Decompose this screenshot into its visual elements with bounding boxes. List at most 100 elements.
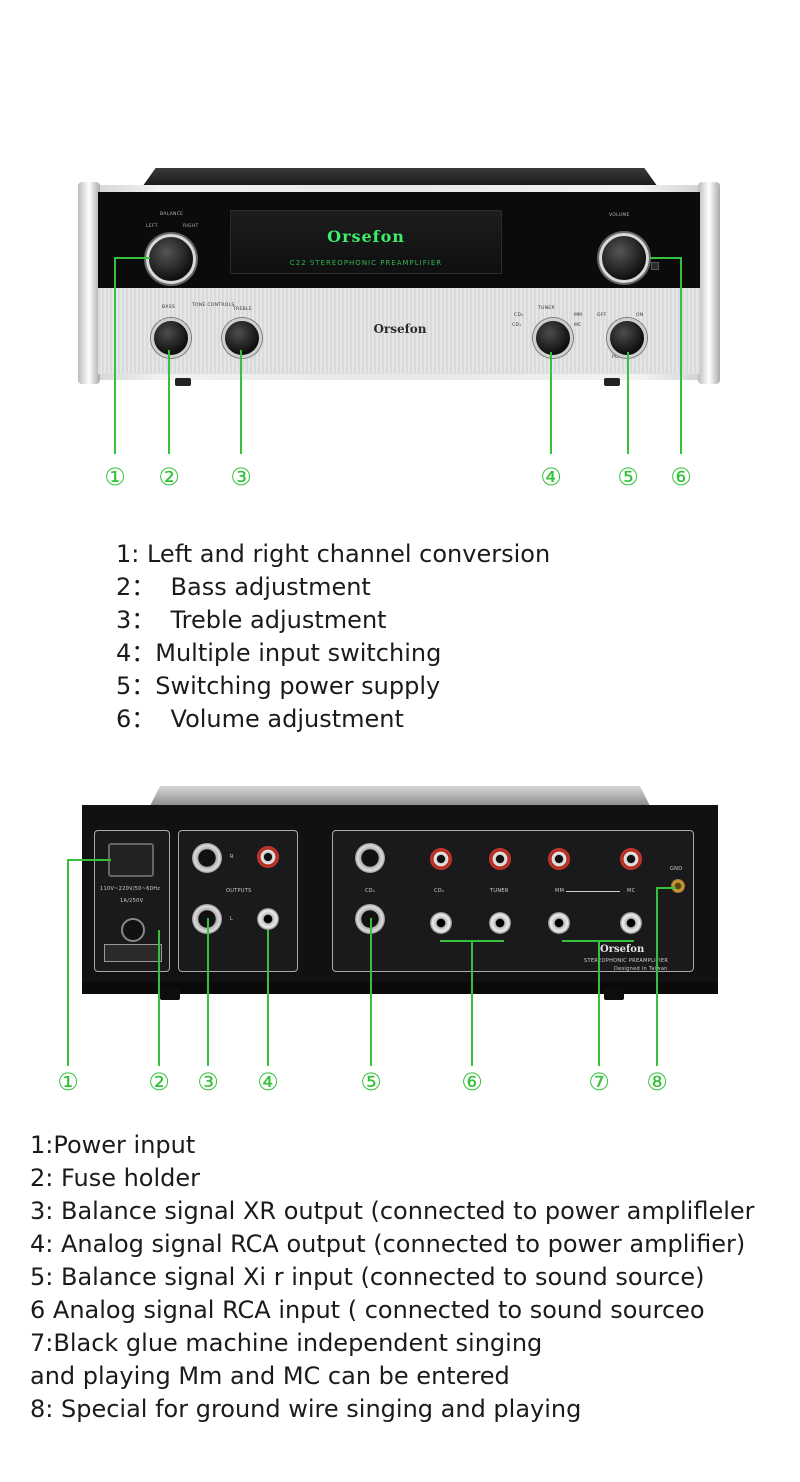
rear-callout-8: ⑧: [646, 1068, 668, 1096]
rca-input-mm-right: [548, 848, 570, 870]
front-cd1-label: CD₁: [512, 323, 522, 328]
rear-leader-line-3: [207, 918, 209, 1066]
rca-input-tuner-right: [489, 848, 511, 870]
front-legend-item: 5：Switching power supply: [116, 672, 441, 700]
right-label: RIGHT: [183, 224, 199, 229]
front-callout-4: ④: [540, 463, 562, 491]
gnd-label: GND: [670, 866, 683, 872]
rear-mc-label: MC: [627, 888, 636, 894]
output-l-label: L: [230, 916, 234, 922]
rear-legend-item: and playing Mm and MC can be entered: [30, 1362, 510, 1390]
xlr-input-right: [355, 843, 385, 873]
front-callout-3: ③: [230, 463, 252, 491]
rca-output-left: [257, 908, 279, 930]
rear-leader-line-5: [370, 918, 372, 1066]
output-r-label: R: [230, 854, 234, 860]
rear-callout-6: ⑥: [461, 1068, 483, 1096]
rear-base: [82, 982, 718, 994]
leader-line-4: [550, 352, 552, 454]
rear-designed: Designed in Taiwan: [614, 966, 668, 972]
leader-line-1: [114, 258, 116, 454]
rear-legend-item: 7:Black glue machine independent singing: [30, 1329, 543, 1357]
front-top-cover: [140, 168, 660, 190]
rca-input-tuner-left: [489, 912, 511, 934]
rear-tuner-label: TUNER: [490, 888, 509, 894]
leader-line-1-h: [114, 257, 150, 259]
rca-input-mc-right: [620, 848, 642, 870]
ir-sensor: [651, 262, 659, 270]
ground-terminal: [671, 879, 685, 893]
rear-cd1-label: CD₁: [365, 888, 376, 894]
tuner-label: TUNER: [538, 306, 555, 311]
volume-knob: [599, 233, 649, 283]
front-side-handle-right: [698, 182, 720, 384]
rear-mm-label: MM: [555, 888, 565, 894]
front-mc-label: MC: [574, 323, 582, 328]
fuse-spec: 1A/250V: [120, 898, 144, 904]
fuse-holder: [121, 918, 145, 942]
rear-callout-3: ③: [197, 1068, 219, 1096]
treble-label: TREBLE: [233, 307, 252, 312]
front-callout-6: ⑥: [670, 463, 692, 491]
rear-leader-line-8: [656, 888, 658, 1066]
outputs-label: OUTPUTS: [226, 888, 252, 894]
front-legend-item: 1: Left and right channel conversion: [116, 540, 551, 568]
leader-line-6-h: [650, 257, 682, 259]
rear-callout-1: ①: [57, 1068, 79, 1096]
front-callout-1: ①: [104, 463, 126, 491]
rear-callout-4: ④: [257, 1068, 279, 1096]
front-legend-item: 6： Volume adjustment: [116, 705, 404, 733]
power-spec: 110V~220V/50~60Hz: [100, 886, 161, 892]
rear-cd2-label: CD₂: [434, 888, 445, 894]
leader-line-6: [680, 258, 682, 454]
front-side-handle-left: [78, 182, 100, 384]
front-mm-label: MM: [574, 313, 583, 318]
off-label: OFF: [597, 313, 607, 318]
rear-leader-line-4: [267, 930, 269, 1066]
rear-foot-left: [160, 988, 180, 1000]
rca-input-cd2-left: [430, 912, 452, 934]
front-foot-right: [604, 378, 620, 386]
leader-line-2: [168, 350, 170, 454]
rear-callout-5: ⑤: [360, 1068, 382, 1096]
front-callout-2: ②: [158, 463, 180, 491]
rear-leader-line-8-h: [656, 887, 676, 889]
rear-leader-line-1-h: [67, 859, 111, 861]
leader-line-5: [627, 352, 629, 454]
front-foot-left: [175, 378, 191, 386]
rear-legend-item: 5: Balance signal Xi r input (connected …: [30, 1263, 705, 1291]
on-label: ON: [636, 313, 644, 318]
rear-legend-item: 1:Power input: [30, 1131, 196, 1159]
leader-line-3: [240, 350, 242, 454]
rear-leader-line-1: [67, 860, 69, 1066]
bass-label: BASS: [162, 305, 176, 310]
front-legend-item: 3： Treble adjustment: [116, 606, 387, 634]
rear-callout-2: ②: [148, 1068, 170, 1096]
tone-controls-label: TONE CONTROLS: [192, 303, 235, 308]
rear-callout-7: ⑦: [588, 1068, 610, 1096]
brushed-aluminum-panel: [98, 288, 700, 374]
rear-foot-right: [604, 988, 624, 1000]
display-brand: Orsefon: [327, 227, 405, 246]
rear-top-cover: [150, 786, 650, 806]
front-display: Orsefon C22 STEREOPHONIC PREAMPLIFIER: [230, 210, 502, 274]
rear-legend-item: 2: Fuse holder: [30, 1164, 201, 1192]
rca-output-right: [257, 846, 279, 868]
rear-subtitle: STEREOPHONIC PREAMPLIFIER: [584, 958, 669, 964]
front-callout-5: ⑤: [617, 463, 639, 491]
mm-mc-divider: [566, 891, 620, 892]
rear-leader-line-6: [471, 940, 473, 1066]
warning-label: [104, 944, 162, 962]
power-label: POWER: [612, 355, 631, 360]
balance-knob: [146, 234, 196, 284]
rear-legend-item: 8: Special for ground wire singing and p…: [30, 1395, 582, 1423]
rear-legend-item: 6 Analog signal RCA input ( connected to…: [30, 1296, 705, 1324]
rear-leader-line-2: [158, 930, 160, 1066]
left-label: LEFT: [146, 224, 158, 229]
front-legend-item: 4：Multiple input switching: [116, 639, 442, 667]
front-legend-item: 2： Bass adjustment: [116, 573, 371, 601]
iec-power-inlet: [108, 843, 154, 877]
treble-knob: [222, 318, 262, 358]
balance-label: BALANCE: [160, 212, 184, 217]
front-cd2-label: CD₂: [514, 313, 524, 318]
